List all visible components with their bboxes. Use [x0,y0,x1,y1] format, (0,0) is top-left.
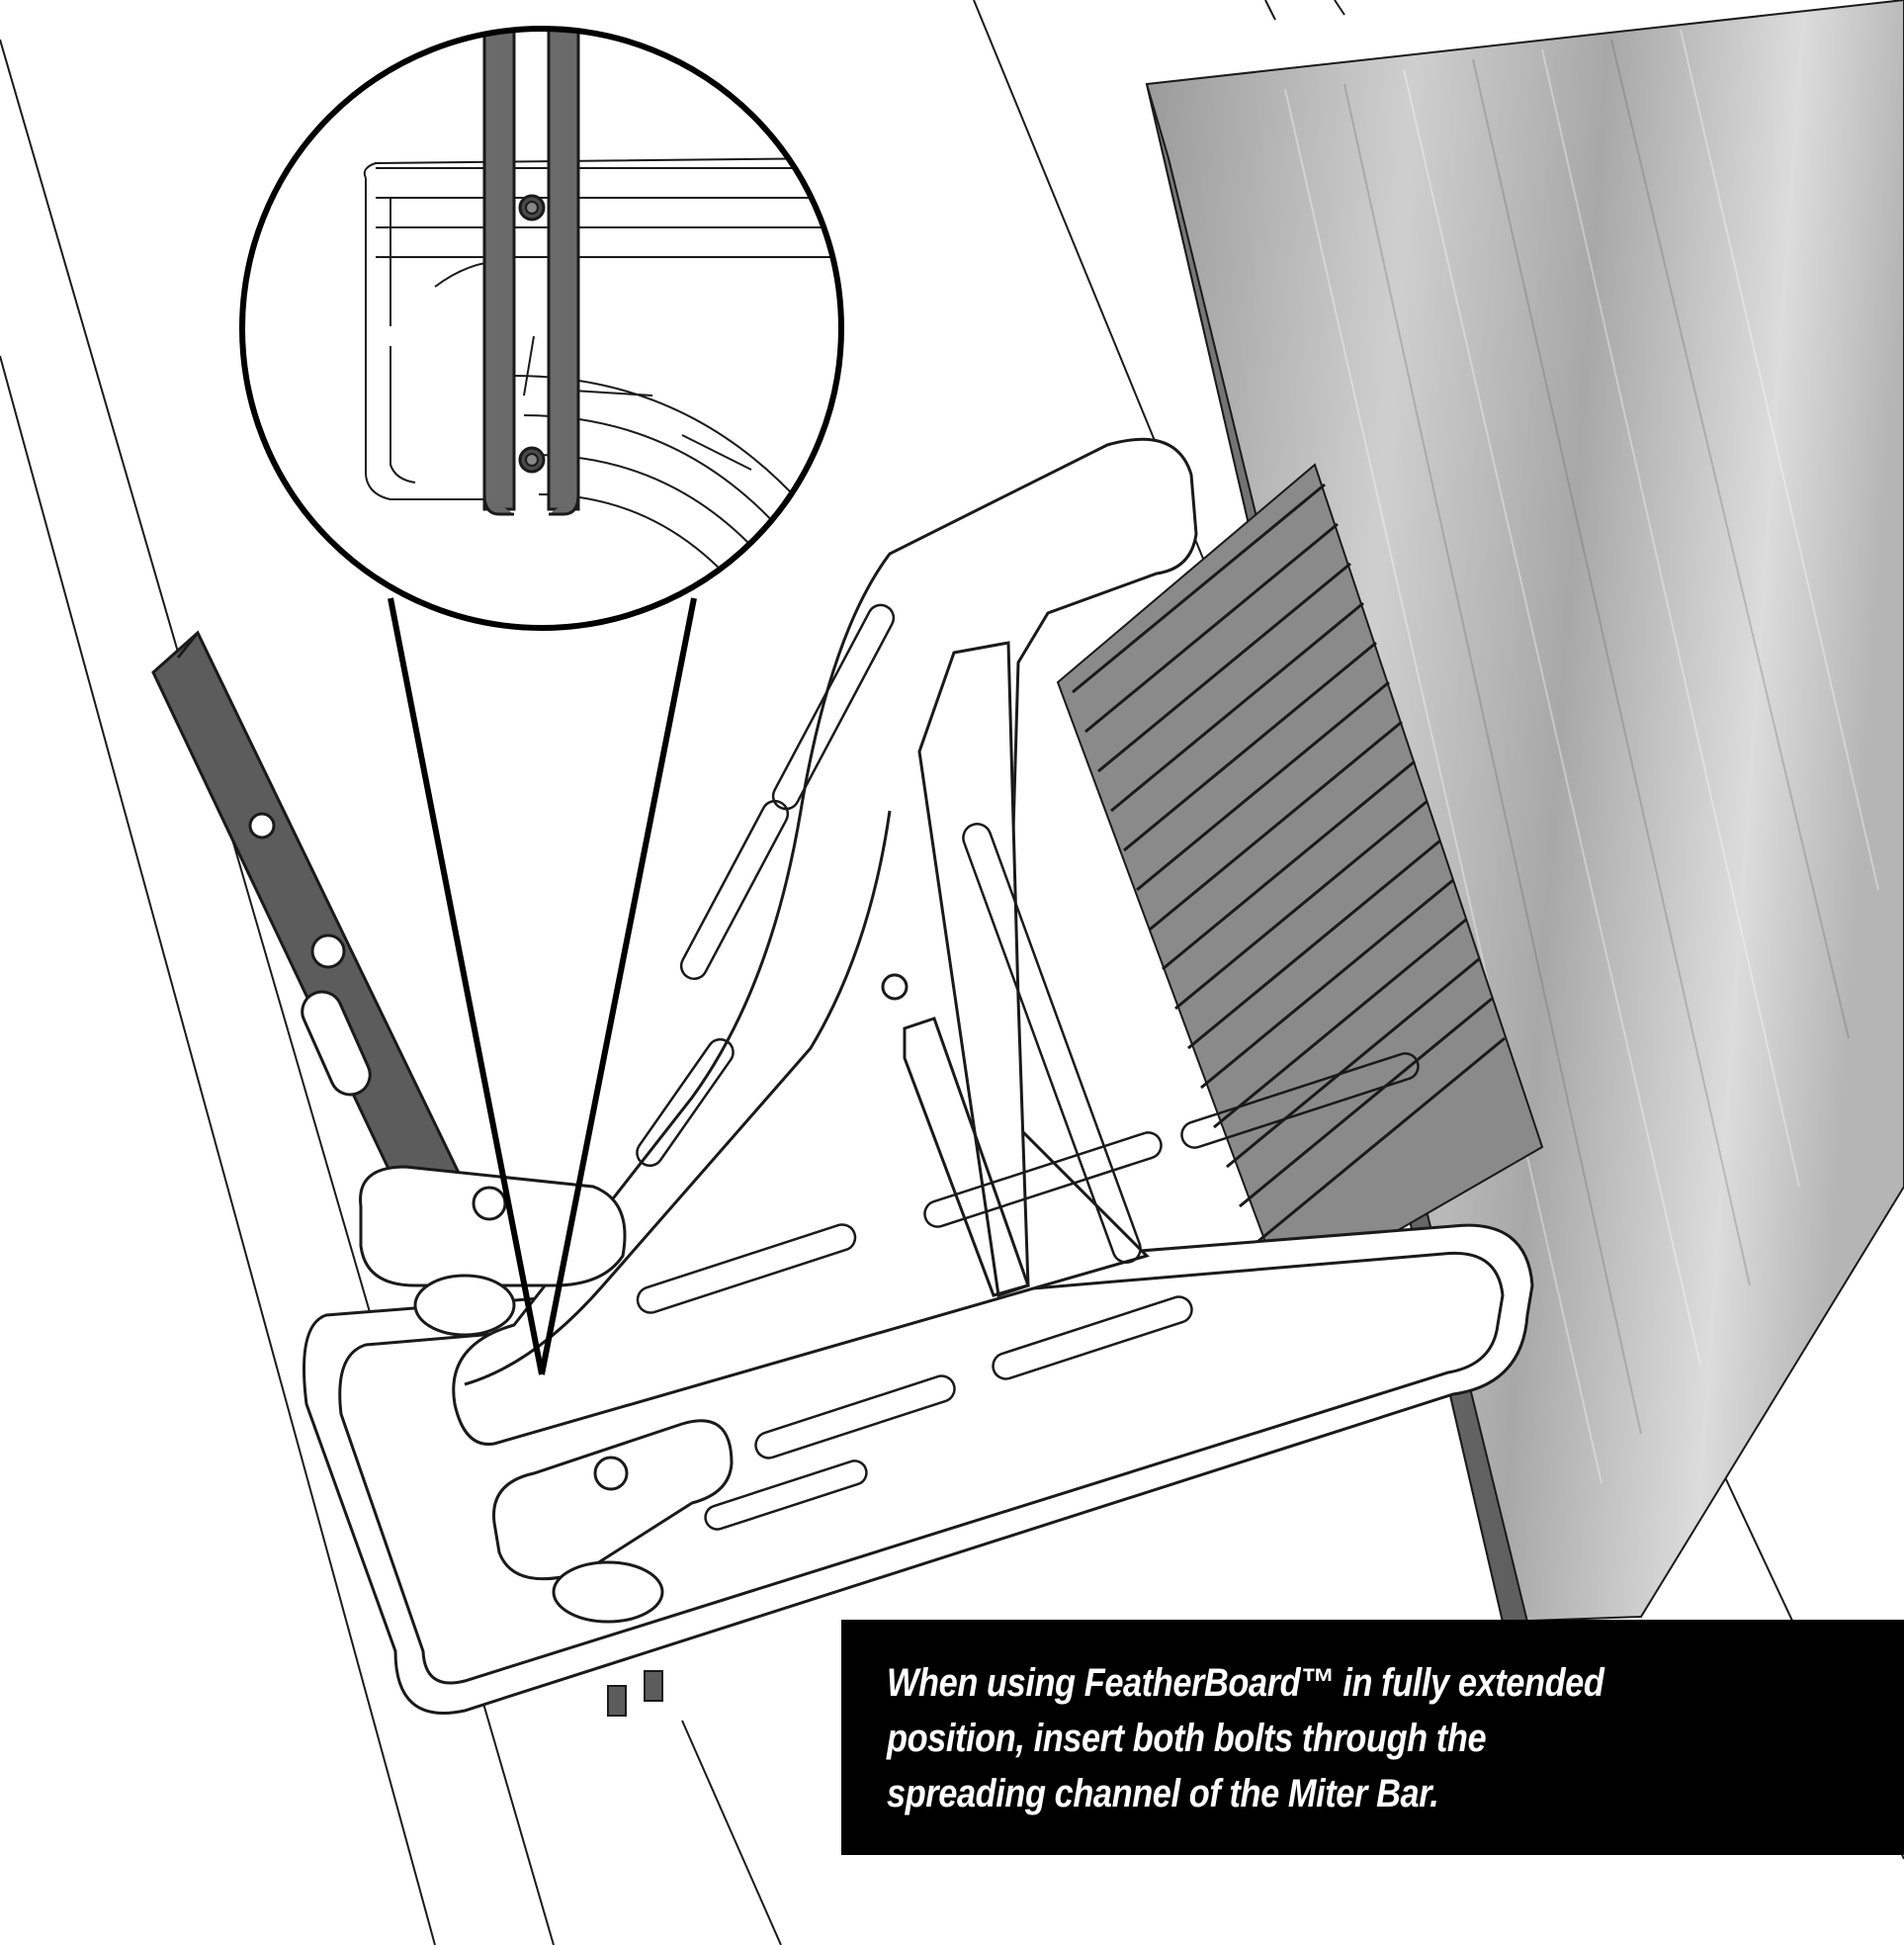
caption-text: When using FeatherBoard™ in fully extend… [887,1655,1618,1821]
instruction-caption: When using FeatherBoard™ in fully extend… [841,1620,1904,1855]
caption-line-1: When using FeatherBoard™ in fully extend… [887,1661,1604,1705]
feather-fingers [1056,463,1544,1297]
caption-line-2: position, insert both bolts through the [887,1717,1487,1760]
miter-bar [151,630,487,1248]
callout-pointer [388,597,697,1375]
bolt-tips [607,1670,663,1717]
knob-lower [492,1419,734,1624]
magnifier-callout [239,26,844,631]
feather-slots [1072,483,1506,1248]
knob-upper [359,1165,627,1337]
caption-line-3: spreading channel of the Miter Bar. [887,1772,1439,1815]
